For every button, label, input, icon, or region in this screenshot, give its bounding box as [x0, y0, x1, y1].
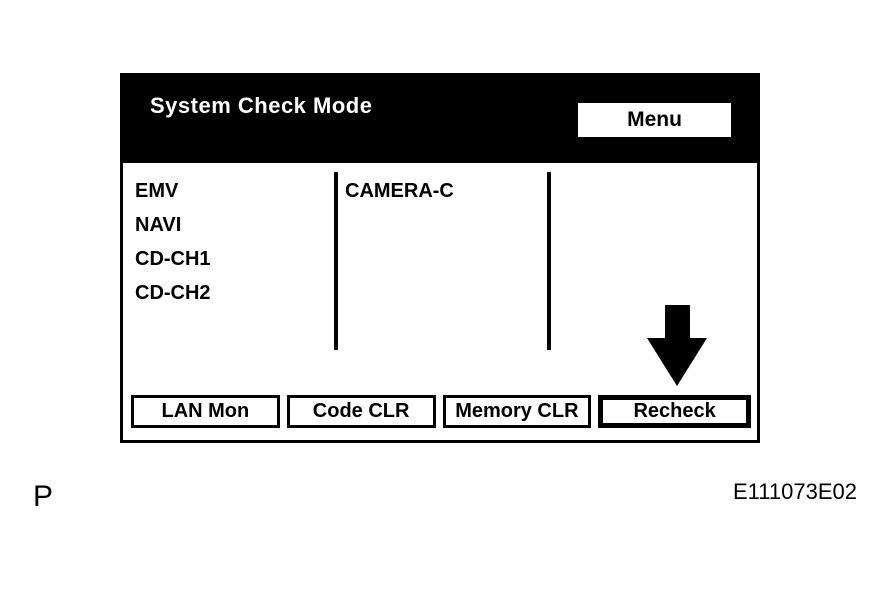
- page-title: System Check Mode: [150, 93, 373, 118]
- screen-header: System Check Mode Menu: [123, 76, 757, 163]
- recheck-button[interactable]: Recheck: [598, 395, 751, 428]
- down-arrow-head: [647, 338, 707, 386]
- system-list-item-emv: EMV: [135, 180, 179, 202]
- down-arrow-icon: [647, 305, 707, 386]
- lan-mon-button[interactable]: LAN Mon: [131, 395, 280, 428]
- bottom-button-row: LAN Mon Code CLR Memory CLR Recheck: [131, 395, 751, 428]
- system-check-screen: System Check Mode Menu EMV NAVI CD-CH1 C…: [120, 73, 760, 443]
- menu-button[interactable]: Menu: [578, 103, 731, 137]
- system-list-item-camera-c: CAMERA-C: [345, 180, 454, 202]
- system-list-item-navi: NAVI: [135, 214, 182, 236]
- column-divider-1: [334, 172, 338, 350]
- column-divider-2: [547, 172, 551, 350]
- down-arrow-shaft: [665, 305, 690, 339]
- system-list: EMV NAVI CD-CH1 CD-CH2: [135, 174, 211, 310]
- system-list-item-cd-ch1: CD-CH1: [135, 248, 211, 270]
- system-list-item-cd-ch2: CD-CH2: [135, 282, 211, 304]
- page-letter: P: [33, 480, 54, 513]
- memory-clr-button[interactable]: Memory CLR: [442, 395, 592, 428]
- code-clr-button[interactable]: Code CLR: [286, 395, 436, 428]
- figure-code: E111073E02: [733, 479, 857, 504]
